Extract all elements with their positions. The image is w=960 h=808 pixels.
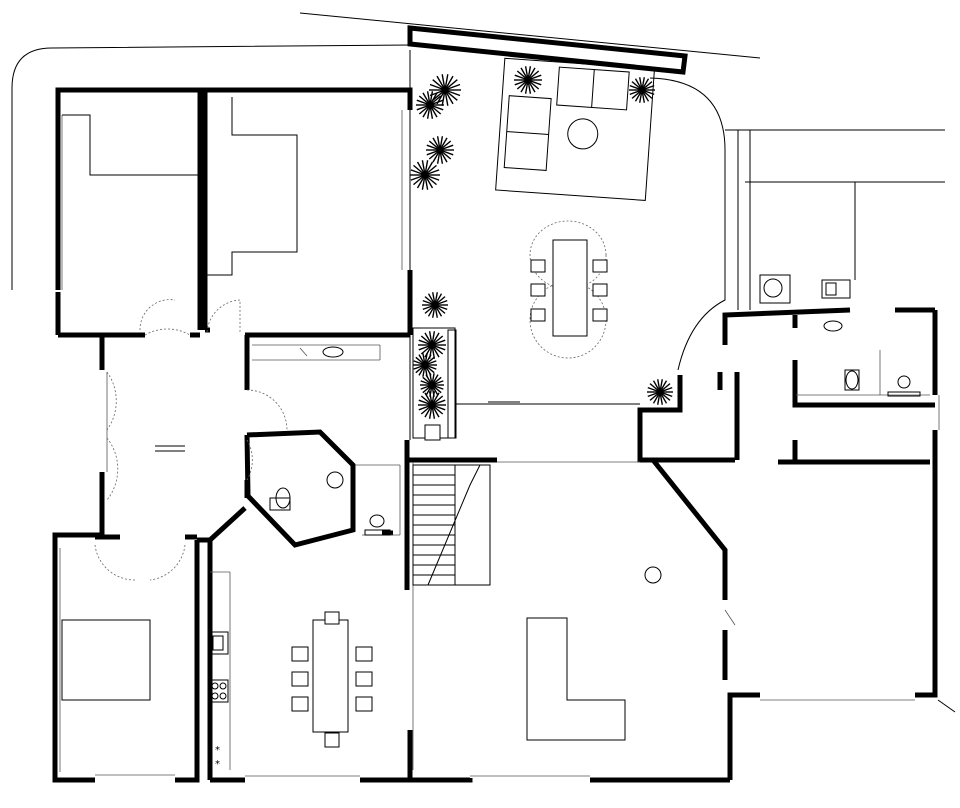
palm-plant-icon (416, 91, 444, 119)
staircase (412, 464, 491, 586)
palm-plant-icon (429, 74, 461, 106)
walls (52, 87, 938, 783)
palm-plant-icon (413, 353, 437, 377)
interior-lines (59, 110, 940, 777)
planter-box (412, 327, 457, 441)
terrace-lounge (495, 57, 656, 201)
palm-plant-icon (422, 292, 448, 318)
dining-table (291, 611, 373, 748)
bathroom-fixtures (269, 274, 921, 536)
palm-plant-icon (418, 391, 446, 419)
palm-plant-icon (629, 77, 655, 103)
palm-plant-icon (514, 66, 542, 94)
bed-bottom-left (61, 619, 151, 701)
palm-plant-icon (418, 331, 446, 359)
kitchen: * * (155, 445, 229, 770)
svg-text:*: * (215, 759, 220, 770)
palm-plant-icon (647, 379, 673, 405)
site-outline (11, 12, 956, 713)
living-sofa (526, 566, 662, 741)
bed-top-middle (205, 97, 298, 276)
palm-plant-icon (420, 373, 444, 397)
terrace-dining-table (529, 220, 608, 359)
door-swings (94, 299, 288, 581)
plants-group (410, 66, 673, 419)
palm-plant-icon (410, 160, 440, 190)
svg-text:*: * (215, 745, 220, 756)
palm-plant-icon (426, 136, 454, 164)
bed-top-left (62, 114, 200, 176)
canopy-beam (407, 25, 688, 75)
